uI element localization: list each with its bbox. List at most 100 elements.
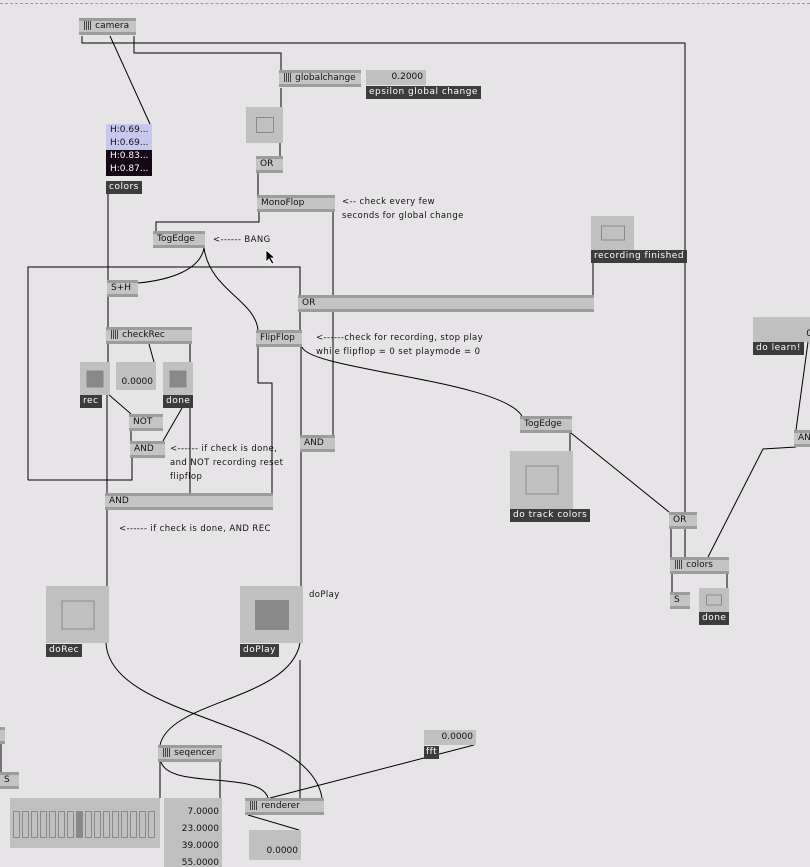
comment-doplay: doPlay [309,590,340,600]
done-toggle[interactable] [163,362,193,395]
monoflop-object[interactable]: MonoFlop [257,195,335,212]
colors-list-item[interactable]: H:0.87... [106,163,152,176]
sequence-value: 39.0000 [181,841,219,851]
epsilon-number[interactable]: 0.2000 [366,70,426,85]
done-toggle-2[interactable] [699,588,729,612]
toggle-filled-icon [86,370,104,387]
do-track-colors-toggle[interactable] [510,451,573,509]
multislider-bar[interactable] [130,811,137,838]
bars-icon: |||| [162,748,171,758]
toggle-filled-icon [254,599,289,630]
colors-list-item[interactable]: H:0.69... [106,137,152,150]
not-object[interactable]: NOT [129,414,163,431]
cord [269,744,475,799]
and-object-partial[interactable]: AN [794,430,810,447]
multislider-bar[interactable] [58,811,65,838]
done-label-2: done [699,612,730,625]
sample-hold-object[interactable]: S+H [107,280,138,297]
sequence-value: 55.0000 [181,858,219,867]
cord [159,642,301,746]
s-object[interactable]: S [0,772,19,789]
multislider-bar[interactable] [76,811,83,838]
multislider-bar[interactable] [31,811,38,838]
cord [301,346,523,417]
dorec-toggle[interactable] [46,586,109,643]
multislider-bar[interactable] [40,811,47,838]
colors-list-item[interactable]: H:0.83... [106,150,152,163]
multislider-bar[interactable] [67,811,74,838]
done-label: done [163,395,194,408]
checkrec-number[interactable]: 0.0000 [116,362,156,390]
renderer-object[interactable]: ||||renderer [245,798,324,815]
object-label: colors [686,560,713,570]
multislider-bar[interactable] [148,811,155,838]
recording-finished-label: recording finished [591,250,688,263]
seqencer-object[interactable]: ||||seqencer [158,745,222,762]
object-label: seqencer [174,748,216,758]
toggle-box-icon [706,594,722,606]
object-label: globalchange [295,73,356,83]
multislider[interactable] [10,798,160,848]
partial-object[interactable] [0,727,5,744]
and-object[interactable]: AND [300,435,335,452]
camera-object[interactable]: ||||camera [79,18,136,35]
rec-toggle[interactable] [80,362,110,395]
colors-list-item[interactable]: H:0.69... [106,124,152,137]
cord [570,432,670,513]
mouse-cursor-icon [265,249,277,265]
cord [247,814,300,831]
cord [155,212,260,231]
fft-label: fft [424,746,440,759]
and-wide-object[interactable]: AND [105,493,273,510]
toggle-filled-icon [169,370,187,387]
globalchange-object[interactable]: ||||globalchange [279,70,361,87]
doplay-label: doPlay [240,644,279,657]
rec-label: rec [80,395,102,408]
cord [257,347,273,493]
multislider-bar[interactable] [22,811,29,838]
multislider-bar[interactable] [49,811,56,838]
epsilon-label: epsilon global change [366,86,481,99]
do-learn-label: do learn! [753,342,804,355]
or-object[interactable]: OR [256,156,283,173]
toggle-box-icon [61,600,94,629]
togedge-object[interactable]: TogEdge [520,416,572,433]
fft-number[interactable]: 0.0000 [424,730,476,745]
cord [137,247,205,284]
sequence-values-list[interactable]: 7.0000 23.0000 39.0000 55.0000 [164,798,222,867]
comment-monoflop: <-- check every few seconds for global c… [342,197,464,221]
colors-object[interactable]: ||||colors [670,557,729,574]
multislider-bar[interactable] [112,811,119,838]
recording-finished-toggle[interactable] [591,216,634,250]
sequence-value: 7.0000 [187,807,220,817]
multislider-bar[interactable] [85,811,92,838]
multislider-bar[interactable] [121,811,128,838]
cord [105,642,323,799]
checkrec-object[interactable]: ||||checkRec [106,327,192,344]
cord [133,36,282,70]
flipflop-object[interactable]: FlipFlop [256,330,302,347]
or-wide-object[interactable]: OR [298,295,594,312]
or-object[interactable]: OR [669,512,697,529]
colors-label: colors [106,181,142,194]
cord [160,761,269,799]
multislider-bar[interactable] [103,811,110,838]
and-object[interactable]: AND [130,441,165,458]
s-object[interactable]: S [670,592,690,609]
multislider-bar[interactable] [139,811,146,838]
dorec-label: doRec [46,644,83,657]
multislider-bar[interactable] [13,811,20,838]
doplay-toggle[interactable] [240,586,303,643]
do-track-colors-label: do track colors [510,509,591,522]
colors-list[interactable]: H:0.69... H:0.69... H:0.83... H:0.87... [106,124,152,176]
bars-icon: |||| [283,73,292,83]
togedge-object[interactable]: TogEdge [153,231,205,248]
renderer-output-number[interactable]: 0.0000 [249,830,301,860]
cord [28,458,133,481]
globalchange-toggle[interactable] [246,107,283,143]
cord [707,446,797,558]
do-learn-number[interactable]: 0 [753,317,810,342]
multislider-bar[interactable] [94,811,101,838]
